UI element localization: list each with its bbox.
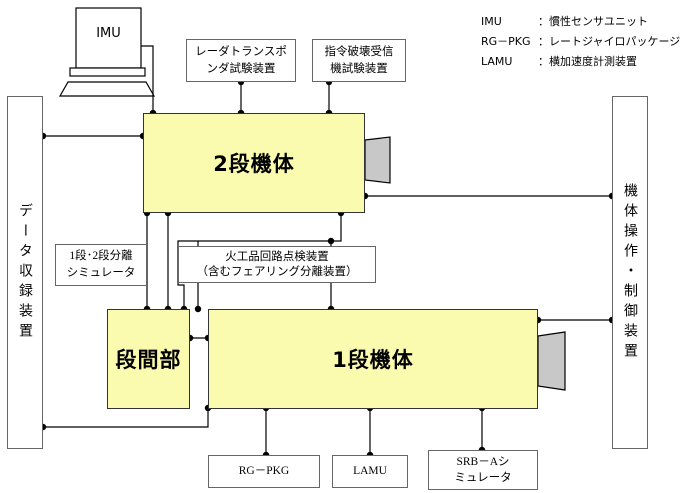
stage1-label: 1段機体 [332,348,414,372]
separation-sim-line2: シミュレータ [66,267,136,279]
vehicle-control-label: 機体操作・制御装置 [622,182,638,363]
interstage-box: 段間部 [107,309,190,409]
data-recorder-box: データ収録装置 [7,96,43,449]
imu-connector [141,45,154,113]
vehicle-control-box: 機体操作・制御装置 [612,96,648,449]
stage2-vehicle-box: 2段機体 [143,113,365,213]
transponder-test-box: レーダトランスポ ンダ試験装置 [186,39,296,82]
command-destruct-test-box: 指令破壊受信 機試験装置 [312,39,406,82]
imu-monitor-icon [75,7,142,69]
legend-item-imu: IMU：慣性センサユニット [481,15,648,28]
command-line1: 指令破壊受信 [324,45,394,58]
data-recorder-label: データ収録装置 [17,202,33,343]
pyro-check-box: 火工品回路点検装置 （含むフェアリング分離装置） [178,246,376,283]
transponder-line2: ンダ試験装置 [206,62,276,75]
command-line2: 機試験装置 [330,62,388,75]
separation-sim-line1: 1段･2段分離 [69,250,133,262]
rgpkg-box: RG－PKG [208,455,320,488]
stage1-vehicle-box: 1段機体 [208,309,538,409]
recorder-stage1-link [43,408,209,428]
imu-base-icon [69,67,146,77]
imu-label: IMU [96,26,121,41]
stage2-label: 2段機体 [213,152,295,176]
lamu-label: LAMU [353,465,387,477]
legend-item-rgpkg: RG－PKG：レートジャイロパッケージ [481,35,681,48]
interstage-label: 段間部 [115,348,182,372]
rgpkg-label: RG－PKG [238,465,290,477]
stage1-nozzle-icon [537,331,566,391]
pyro-check-line1: 火工品回路点検装置 [225,250,329,263]
separation-simulator-box: 1段･2段分離 シミュレータ [55,244,147,286]
imu-keyboard-icon [58,81,156,97]
stage2-nozzle-icon [364,136,391,184]
srb-sim-line1: SRB－Aシ [456,456,510,468]
srb-a-simulator-box: SRB－Aシ ミュレータ [428,450,538,490]
transponder-line1: レーダトランスポ [195,45,287,58]
srb-sim-line2: ミュレータ [454,472,512,484]
pyro-check-line2: （含むフェアリング分離装置） [196,265,358,278]
legend: IMU：慣性センサユニット RG－PKG：レートジャイロパッケージ LAMU：横… [481,12,680,72]
legend-item-lamu: LAMU：横加速度計測装置 [481,55,637,68]
lamu-box: LAMU [332,455,408,488]
